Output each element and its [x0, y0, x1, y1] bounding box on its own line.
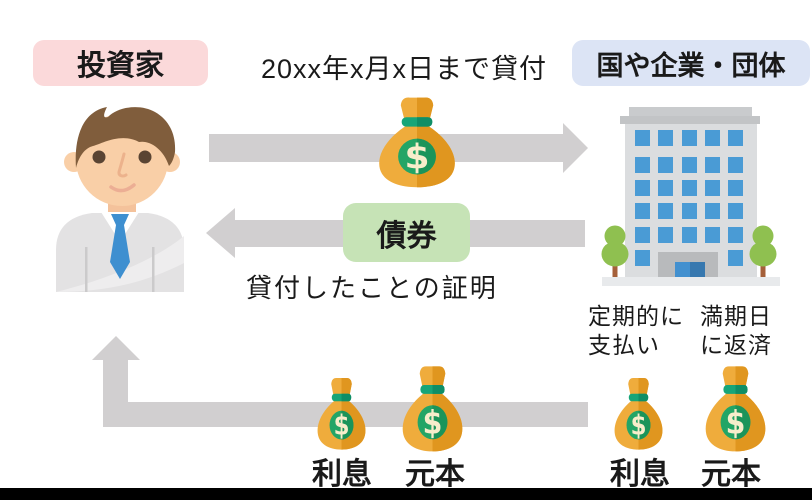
interest-payment-note-line2: 支払い: [588, 332, 660, 358]
building-windows: [635, 130, 743, 266]
issuer-badge: 国や企業・団体: [572, 40, 810, 86]
principal-repayment-note-line1: 満期日: [700, 303, 772, 329]
tree-right-icon: [749, 225, 777, 277]
money-bag-principal-right-icon: $: [700, 364, 771, 453]
principal-label-mid: 元本: [405, 458, 465, 491]
svg-text:$: $: [631, 410, 647, 441]
interest-label-right: 利息: [610, 458, 670, 491]
principal-label-right: 元本: [701, 458, 761, 491]
investor-person-illustration: [56, 107, 184, 292]
interest-label-mid: 利息: [312, 458, 372, 491]
money-bag-interest-mid-icon: $: [313, 376, 370, 451]
investor-badge: 投資家: [33, 40, 208, 86]
hair: [75, 107, 176, 168]
svg-text:$: $: [423, 405, 443, 442]
principal-repayment-note-line2: に返済: [700, 332, 772, 358]
svg-text:$: $: [404, 137, 429, 177]
money-bag-interest-right-icon: $: [610, 376, 667, 451]
svg-text:$: $: [334, 410, 350, 441]
bond-proof-caption: 貸付したことの証明: [246, 273, 498, 303]
money-bag-lend-icon: $: [372, 95, 462, 189]
tie: [110, 214, 130, 279]
principal-repayment-note: 満期日 に返済: [700, 302, 772, 360]
repayment-arrow-up-icon: [92, 336, 588, 427]
interest-payment-note-line1: 定期的に: [588, 303, 684, 329]
lend-period-caption: 20xx年x月x日まで貸付: [260, 54, 548, 84]
money-bag-principal-mid-icon: $: [397, 364, 468, 453]
interest-payment-note: 定期的に 支払い: [588, 302, 684, 360]
svg-text:$: $: [726, 405, 746, 442]
bond-badge: 債券: [343, 203, 470, 262]
tree-left-icon: [601, 225, 629, 277]
issuer-building-illustration: [601, 107, 780, 286]
bottom-bar: [0, 488, 812, 500]
